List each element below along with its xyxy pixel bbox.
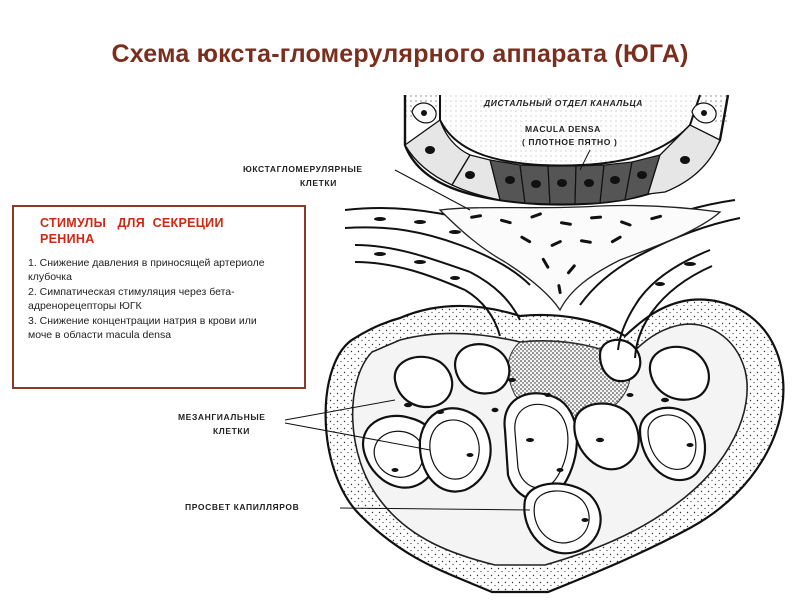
stimuli-box: СТИМУЛЫ ДЛЯ СЕКРЕЦИИ РЕНИНА 1. Снижение … <box>12 205 306 389</box>
tubule-cell <box>451 154 501 201</box>
capillary-loop <box>453 343 511 395</box>
capillary-loop <box>638 406 707 481</box>
label-capillary-lumen: ПРОСВЕТ КАПИЛЛЯРОВ <box>185 502 299 512</box>
label-mesangial-1: МЕЗАНГИАЛЬНЫЕ <box>178 412 266 422</box>
label-jg-cells-2: КЛЕТКИ <box>300 178 337 188</box>
capillary-loop <box>647 414 697 470</box>
capillary-loop <box>598 338 642 383</box>
stimuli-item: 1. Снижение давления в приносящей артери… <box>28 257 265 283</box>
lacis-cells <box>438 204 722 312</box>
distal-tubule <box>403 94 730 206</box>
capillary-loop <box>533 490 590 544</box>
capillary-loop <box>393 355 454 409</box>
stimuli-title: СТИМУЛЫ ДЛЯ СЕКРЕЦИИ РЕНИНА <box>40 216 224 246</box>
label-distal-tubule: ДИСТАЛЬНЫЙ ОТДЕЛ КАНАЛЬЦА <box>483 97 643 108</box>
stimuli-list: 1. Снижение давления в приносящей артери… <box>28 257 294 342</box>
stimuli-item: 3. Снижение концентрации натрия в крови … <box>28 315 257 341</box>
capillary-loop <box>648 345 710 401</box>
label-jg-cells-1: ЮКСТАГЛОМЕРУЛЯРНЫЕ <box>243 164 363 174</box>
label-macula-densa: MACULA DENSA <box>525 124 601 134</box>
capillary-loop <box>514 403 569 489</box>
mesangial-nuclei <box>391 378 694 522</box>
capillary-loops <box>362 338 710 555</box>
page-title: Схема юкста-гломерулярного аппарата (ЮГА… <box>111 40 689 68</box>
diagram-labels: ДИСТАЛЬНЫЙ ОТДЕЛ КАНАЛЬЦА MACULA DENSA (… <box>178 97 643 512</box>
stimuli-item: 2. Симпатическая стимуляция через бета-а… <box>28 286 235 312</box>
label-mesangial-2: КЛЕТКИ <box>213 426 250 436</box>
capillary-loop <box>429 419 480 480</box>
capillary-loop <box>573 402 640 471</box>
label-macula-densa-ru: ( ПЛОТНОЕ ПЯТНО ) <box>522 137 617 147</box>
